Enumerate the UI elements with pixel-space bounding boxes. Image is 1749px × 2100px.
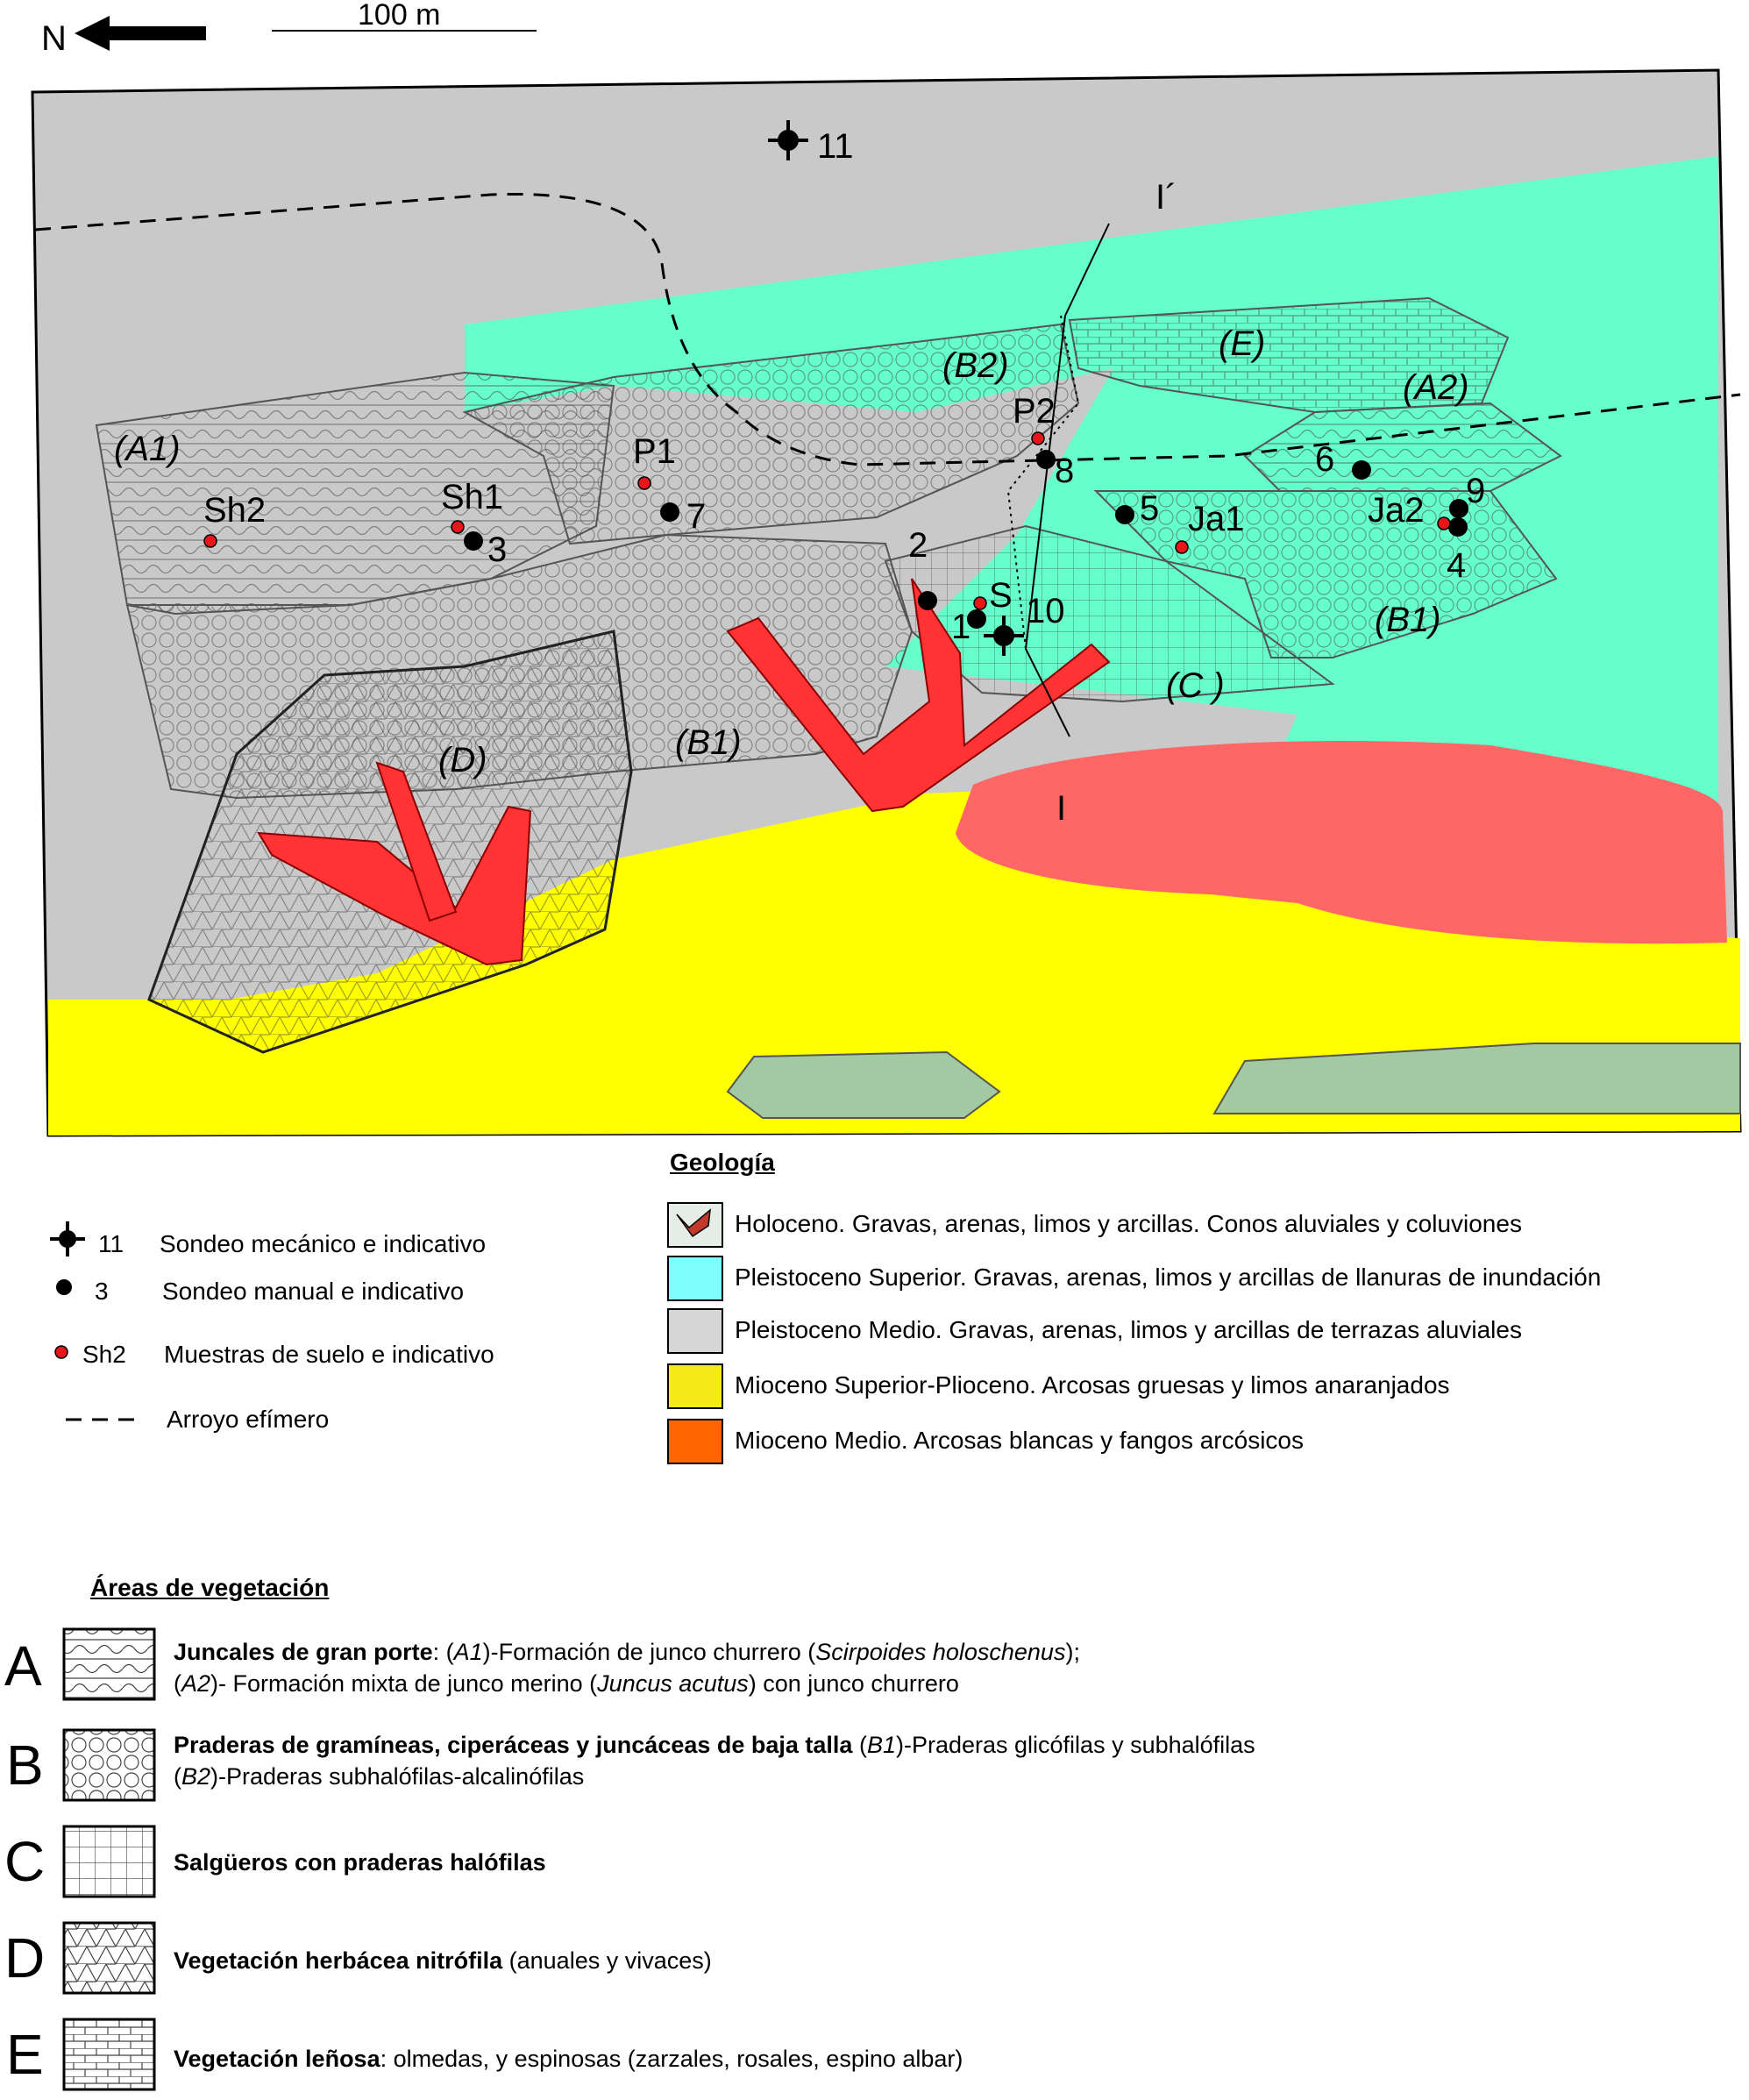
vegetation-letter: D	[4, 1926, 46, 1990]
vegetation-b1-right	[1093, 490, 1558, 658]
vegetation-description: Praderas de gramíneas, ciperáceas y junc…	[174, 1732, 1255, 1790]
point-label: 1	[951, 608, 970, 646]
vegetation-title: Áreas de vegetación	[90, 1574, 330, 1601]
point-label: 7	[686, 497, 706, 536]
mioceno-medio-area	[956, 741, 1727, 944]
vegetation-description: Vegetación leñosa: olmedas, y espinosas …	[174, 2046, 963, 2072]
soil-sample-marker	[1437, 516, 1451, 530]
cross-section-label-end: I´	[1155, 178, 1177, 217]
manual-borehole-marker	[1352, 460, 1371, 480]
soil-sample-marker	[1175, 540, 1189, 554]
area-label-a1: (A1)	[114, 430, 181, 468]
triangle-pattern-swatch	[62, 1921, 156, 1995]
point-label: 2	[908, 526, 928, 565]
grid-pattern-swatch	[62, 1825, 156, 1898]
point-label: 10	[1026, 592, 1065, 630]
soil-sample-marker	[973, 596, 987, 610]
geology-swatch	[667, 1256, 723, 1301]
point-label: 9	[1466, 472, 1485, 510]
north-label: N	[41, 19, 67, 58]
cross-section-label-start: I	[1056, 789, 1066, 828]
point-label: P1	[633, 432, 676, 471]
reeds-pattern-swatch	[62, 1627, 156, 1701]
point-label: Ja2	[1368, 491, 1425, 530]
cross-section-line	[1024, 223, 1110, 737]
manual-borehole-icon	[56, 1279, 72, 1295]
vegetation-letter: A	[4, 1634, 42, 1698]
symbol-code: 3	[95, 1278, 109, 1305]
vegetation-description: Salgüeros con praderas halófilas	[174, 1849, 546, 1876]
geology-description: Pleistoceno Medio. Gravas, arenas, limos…	[735, 1316, 1522, 1343]
geology-description: Mioceno Medio. Arcosas blancas y fangos …	[735, 1427, 1304, 1454]
area-label-b1-left: (B1)	[675, 723, 742, 762]
vegetation-letter: E	[6, 2023, 44, 2086]
manual-borehole-marker	[660, 502, 679, 522]
symbol-description: Sondeo mecánico e indicativo	[160, 1230, 487, 1257]
geology-description: Mioceno Superior-Plioceno. Arcosas grues…	[735, 1371, 1450, 1399]
vegetation-description: Vegetación herbácea nitrófila (anuales y…	[174, 1947, 712, 1974]
manual-borehole-marker	[464, 531, 483, 551]
symbol-code: Sh2	[82, 1341, 126, 1368]
soil-sample-marker	[637, 476, 651, 490]
point-label: 8	[1055, 452, 1074, 490]
cross-section-dotted	[1006, 315, 1080, 650]
vegetation-letter: C	[4, 1830, 46, 1893]
area-label-e: (E)	[1219, 324, 1265, 363]
symbol-description: Sondeo manual e indicativo	[162, 1278, 465, 1305]
mechanical-borehole-marker	[768, 120, 808, 160]
point-label: 11	[817, 127, 854, 166]
manual-borehole-marker	[967, 609, 986, 629]
vegetation-description: Juncales de gran porte: (A1)-Formación d…	[174, 1639, 1080, 1697]
area-label-d: (D)	[438, 741, 487, 779]
point-label: 5	[1140, 489, 1159, 528]
geology-swatch	[667, 1419, 723, 1464]
soil-sample-icon	[54, 1345, 68, 1359]
symbol-code: 11	[98, 1230, 124, 1257]
vegetation-b2	[462, 323, 1080, 545]
symbol-description: Muestras de suelo e indicativo	[164, 1341, 494, 1368]
symbol-description: Arroyo efímero	[167, 1406, 330, 1433]
north-arrow-icon	[75, 16, 206, 51]
scale-label: 100 m	[358, 0, 441, 32]
manual-borehole-marker	[1448, 517, 1468, 537]
alluvial-cone-center	[726, 578, 1111, 813]
geology-swatch	[667, 1308, 723, 1354]
point-label: 3	[487, 530, 507, 569]
point-label: Sh1	[441, 478, 503, 516]
point-label: 4	[1447, 546, 1466, 585]
point-label: P2	[1013, 392, 1056, 431]
soil-sample-marker	[203, 534, 217, 548]
area-label-b2: (B2)	[942, 346, 1009, 385]
soil-sample-marker	[1031, 431, 1045, 445]
area-label-b1-right: (B1)	[1375, 601, 1441, 639]
manual-borehole-marker	[1115, 505, 1134, 524]
soil-sample-marker	[451, 520, 465, 534]
mechanical-borehole-marker	[984, 616, 1024, 656]
alluvial-cone-left-b	[375, 761, 458, 922]
manual-borehole-marker	[1036, 450, 1056, 469]
green-outcrop-left	[726, 1050, 1001, 1119]
green-outcrop-right	[1212, 1043, 1741, 1114]
mechanical-borehole-icon	[50, 1221, 85, 1256]
ephemeral-stream	[34, 192, 1741, 466]
point-label: S	[989, 576, 1013, 615]
brick-pattern-swatch	[62, 2018, 156, 2091]
alluvial-cone-icon	[676, 1208, 711, 1238]
geology-description: Pleistoceno Superior. Gravas, arenas, li…	[735, 1264, 1602, 1291]
geology-title: Geología	[670, 1149, 775, 1176]
manual-borehole-marker	[918, 591, 937, 610]
vegetation-letter: B	[6, 1733, 44, 1797]
geology-swatch	[667, 1363, 723, 1409]
point-label: 6	[1315, 440, 1334, 479]
geology-description: Holoceno. Gravas, arenas, limos y arcill…	[735, 1210, 1522, 1237]
grassland-pattern-swatch	[62, 1728, 156, 1802]
point-label: Ja1	[1188, 500, 1245, 538]
area-label-a2: (A2)	[1403, 368, 1469, 407]
area-label-c: (C )	[1166, 666, 1225, 705]
manual-borehole-marker	[1449, 499, 1468, 518]
point-label: Sh2	[203, 491, 266, 530]
